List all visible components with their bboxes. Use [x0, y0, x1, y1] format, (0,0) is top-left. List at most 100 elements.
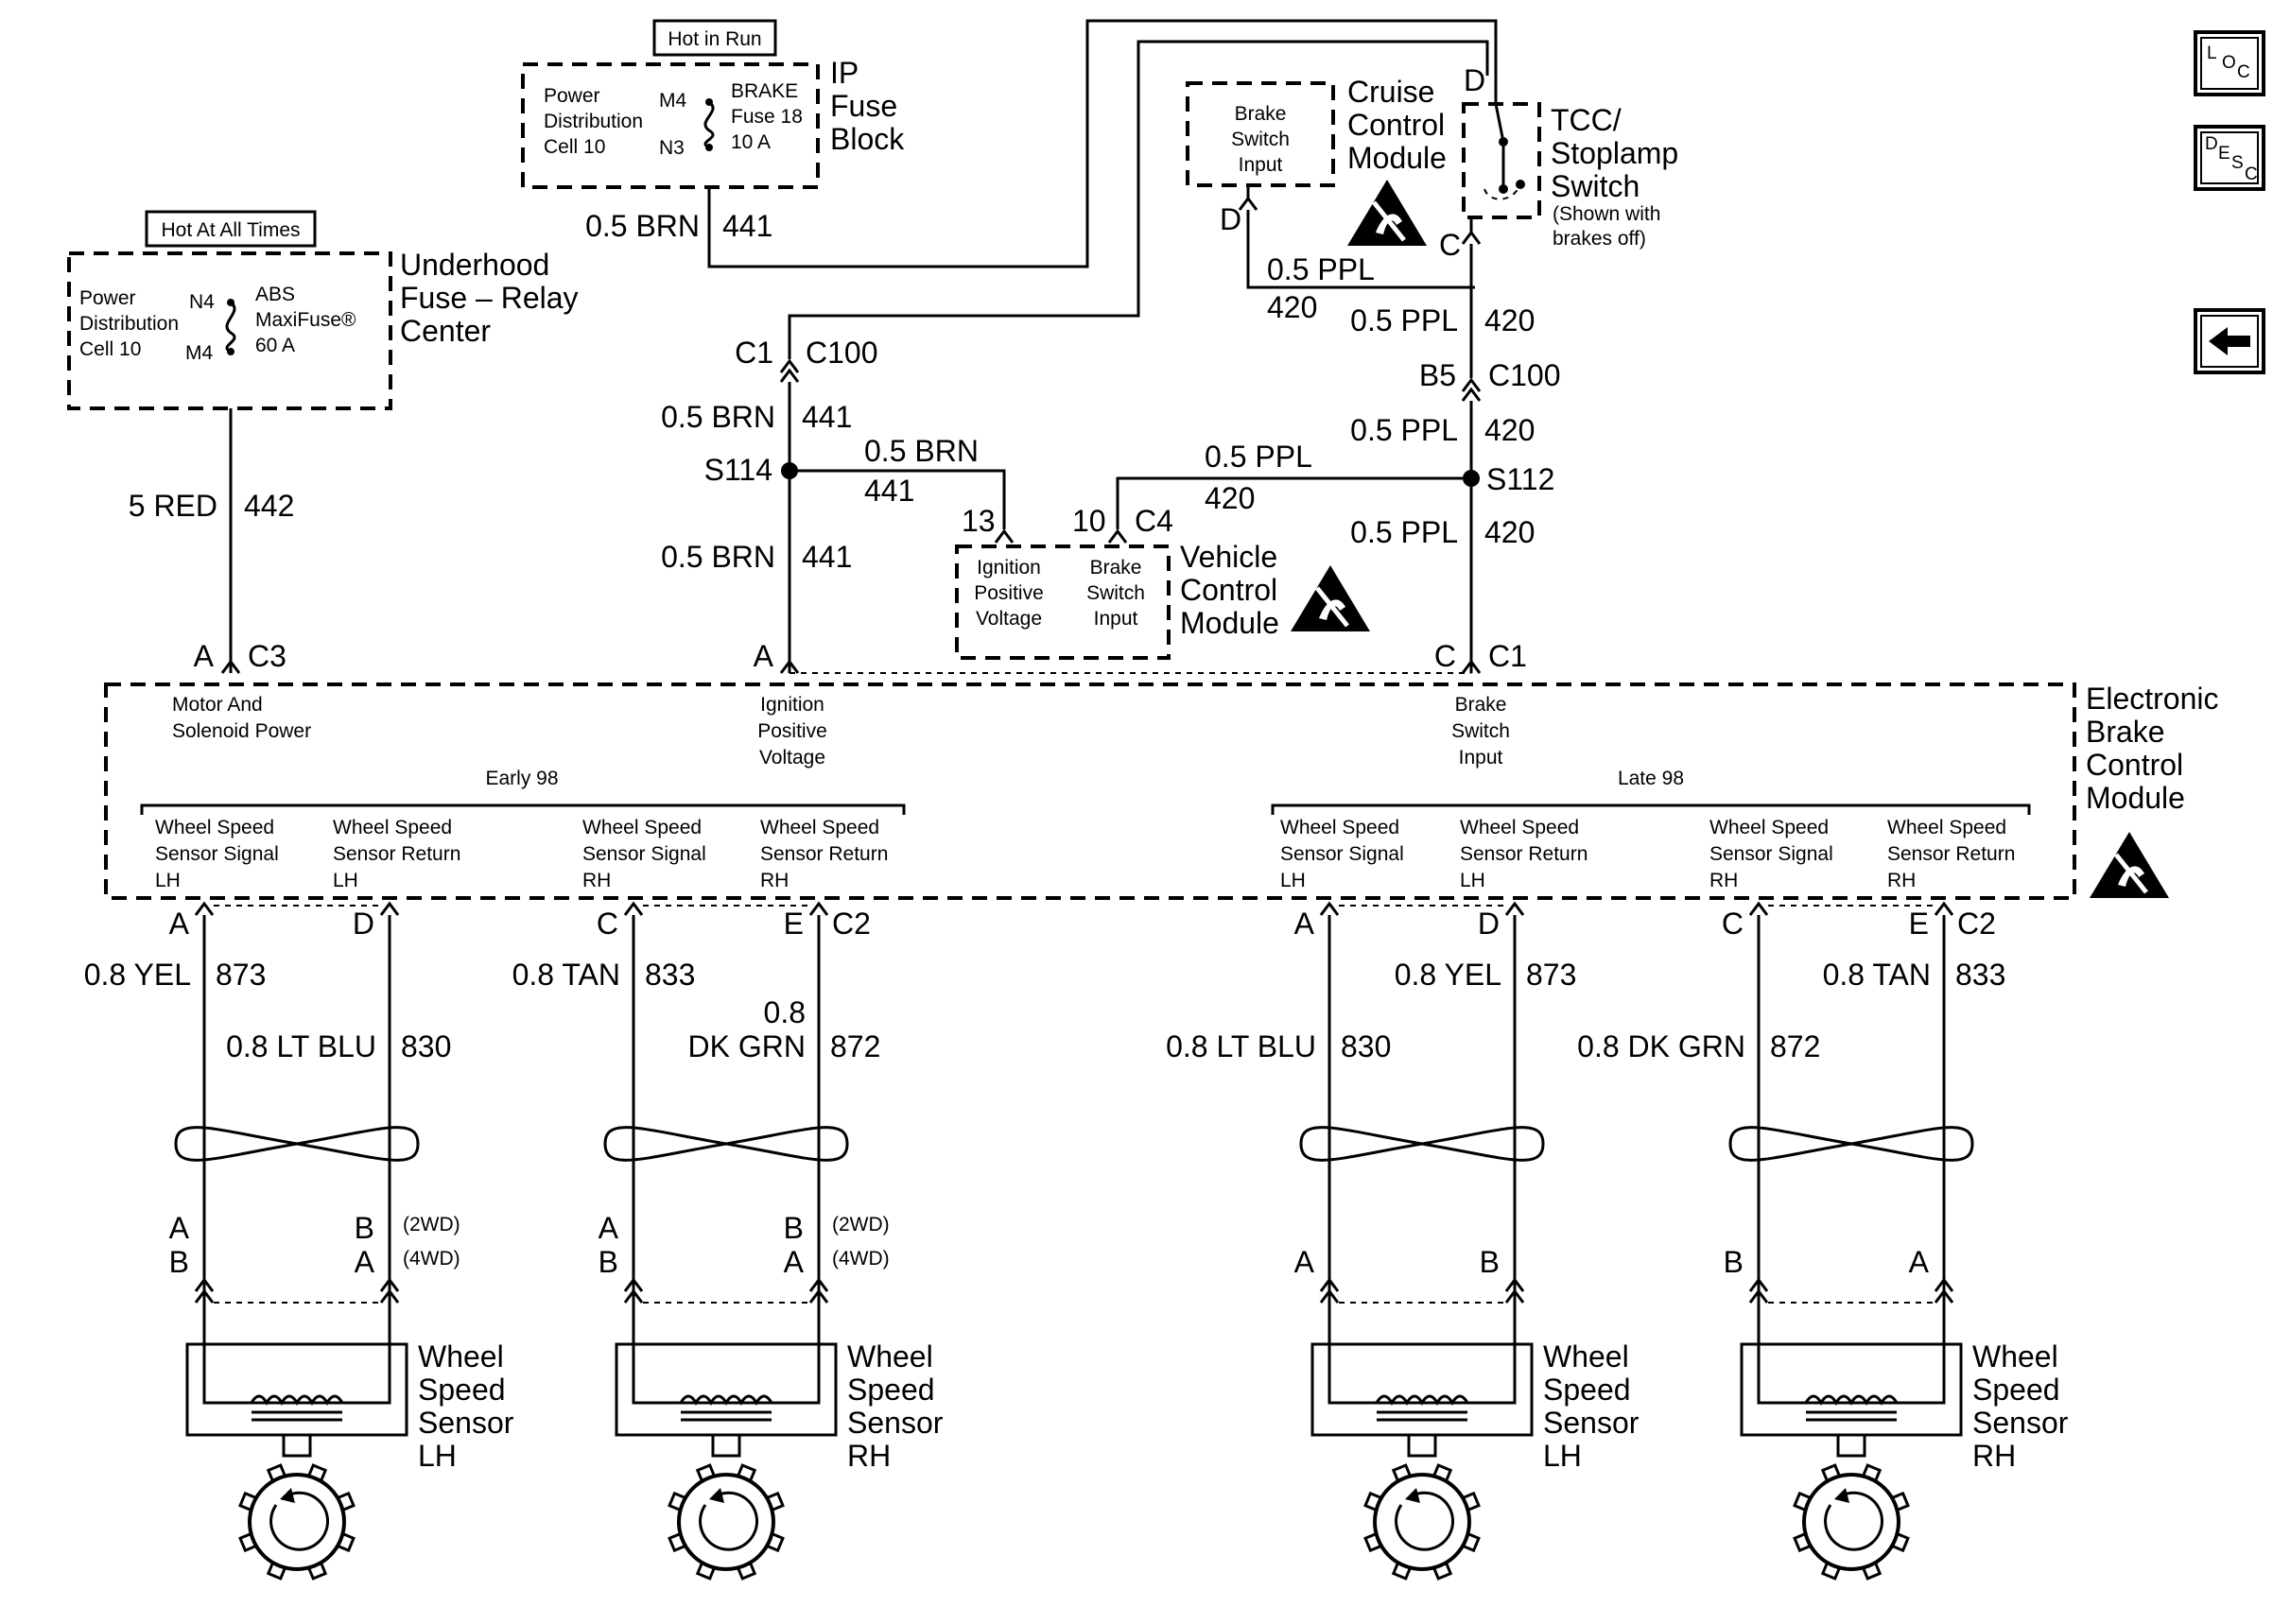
connector-chevron: [194, 1277, 215, 1292]
cruise-title: Cruise: [1347, 75, 1434, 109]
coil-icon: [679, 1394, 773, 1407]
connector-chevron: [379, 1288, 400, 1304]
electronic-brake-control-module: Electronic Brake Control Module Motor An…: [104, 682, 2219, 900]
vcm-input-line: Positive: [974, 582, 1044, 604]
underhood-title: Underhood: [400, 248, 549, 282]
signal-label: Sensor Signal: [155, 843, 279, 865]
left-arrow-icon: [2209, 327, 2250, 355]
ip-fuse-pin-n3: N3: [659, 137, 685, 159]
connector-chevron: [194, 901, 215, 916]
sensor-title: Speed: [1972, 1373, 2060, 1407]
wire-circuit-number: 441: [864, 474, 914, 508]
sensor-pin: A: [1294, 1245, 1315, 1279]
connector-chevron: [1748, 901, 1769, 916]
wire-color-label: 0.8 LT BLU: [226, 1029, 376, 1063]
sensor-pin: B: [784, 1211, 804, 1245]
connector-pin: A: [754, 639, 774, 673]
sensor-pin: A: [599, 1211, 619, 1245]
twisted-pair-icon: [174, 1126, 420, 1162]
sensor-title: Speed: [1543, 1373, 1631, 1407]
wire-color-label: 0.8 LT BLU: [1166, 1029, 1316, 1063]
ebcm-input-label: Motor And: [172, 694, 263, 716]
connector-chevron: [1504, 1277, 1525, 1292]
wire-circuit-number: 420: [1205, 481, 1255, 515]
sensor-pin: A: [1909, 1245, 1930, 1279]
signal-label: Wheel Speed: [760, 817, 879, 838]
sensor-title: LH: [1543, 1439, 1582, 1473]
signal-label: Wheel Speed: [1460, 817, 1579, 838]
desc-letter: C: [2245, 164, 2258, 184]
loc-button[interactable]: L O C: [2194, 30, 2265, 96]
fuse-terminal: [227, 348, 234, 355]
loc-letter: L: [2207, 43, 2217, 63]
vcm-input-line: Input: [1094, 608, 1138, 630]
underhood-title: Fuse – Relay: [400, 281, 579, 315]
wire-color-label: DK GRN: [688, 1029, 806, 1063]
late-98-bracket: [1271, 803, 2031, 815]
wire-color-label: 0.5 BRN: [661, 540, 775, 574]
vcm-pin-10: 10: [1072, 504, 1106, 538]
cruise-input-box: [1186, 81, 1335, 187]
wire-circuit-number: 872: [830, 1029, 880, 1063]
ebcm-title: Brake: [2086, 715, 2165, 749]
ebcm-title: Electronic: [2086, 682, 2219, 716]
signal-label: Sensor Return: [1460, 843, 1588, 865]
ip-fuse-pin-m4: M4: [659, 90, 686, 112]
connector-id: C100: [1488, 358, 1561, 392]
fuse-icon: [703, 100, 715, 149]
late-98-label: Late 98: [1618, 768, 1684, 789]
connector-chevron: [1319, 1288, 1340, 1304]
sensor-pin: B: [355, 1211, 374, 1245]
sensor-pin: A: [784, 1245, 805, 1279]
wire-circuit-number: 441: [802, 540, 852, 574]
desc-letter: E: [2218, 144, 2230, 164]
wire-color-label: 0.8: [764, 995, 806, 1029]
cruise-input-line: Brake: [1235, 103, 1287, 125]
ebcm-box: [104, 682, 2076, 900]
signal-label: LH: [333, 870, 358, 891]
signal-label: Sensor Signal: [1280, 843, 1404, 865]
connector-chevron: [1934, 1277, 1954, 1292]
sensor-pin: B: [1480, 1245, 1500, 1279]
connector-id: C1: [1488, 639, 1527, 673]
sensor-title: Sensor: [847, 1406, 944, 1440]
tone-wheel-icon: [668, 1463, 785, 1581]
vehicle-control-module: Ignition Positive Voltage Brake Switch I…: [955, 504, 1370, 660]
back-button[interactable]: [2194, 308, 2265, 374]
sensor-title: RH: [847, 1439, 891, 1473]
sensor-title: Wheel: [847, 1339, 933, 1373]
tcc-note: (Shown with: [1553, 203, 1660, 225]
connector-chevron: [1238, 196, 1258, 211]
sensor-title: Sensor: [1972, 1406, 2069, 1440]
underhood-title: Center: [400, 314, 491, 348]
connector-pin: E: [784, 907, 804, 941]
esd-warning-icon: [1291, 565, 1370, 631]
ebcm-input-label: Ignition: [760, 694, 824, 716]
tone-wheel-icon: [238, 1463, 356, 1581]
connector-id: C3: [248, 639, 286, 673]
sensor-title: Speed: [418, 1373, 506, 1407]
wire-420-cruise: [1246, 210, 1475, 289]
connector-chevron: [1461, 387, 1482, 402]
signal-label: Wheel Speed: [582, 817, 702, 838]
signal-label: Wheel Speed: [1709, 817, 1829, 838]
wire-circuit-number: 441: [802, 400, 852, 434]
connector-chevron: [1461, 659, 1482, 674]
splice-label-s114: S114: [704, 453, 772, 487]
connector-pin: D: [1478, 907, 1500, 941]
wire-circuit-number: 830: [1341, 1029, 1391, 1063]
vcm-title: Vehicle: [1180, 540, 1277, 574]
wire-circuit-number: 441: [722, 209, 772, 243]
wire-circuit-number: 420: [1267, 290, 1317, 324]
connector-chevron: [779, 659, 800, 674]
wire-color-label: 0.5 BRN: [661, 400, 775, 434]
desc-button[interactable]: D E S C: [2194, 125, 2265, 191]
maxifuse-icon: [225, 301, 236, 354]
wire-color-label: 0.5 PPL: [1350, 515, 1458, 549]
underhood-fuse-text: 60 A: [255, 335, 295, 356]
sensor-title: Wheel: [418, 1339, 504, 1373]
underhood-fuse-text: MaxiFuse®: [255, 309, 356, 331]
connector-chevron: [623, 1288, 644, 1304]
